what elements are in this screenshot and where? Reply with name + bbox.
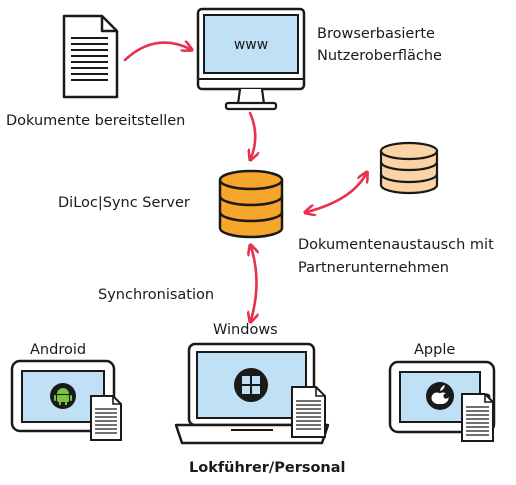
server-database-icon — [218, 169, 284, 239]
windows-logo-icon — [234, 368, 268, 402]
android-tablet — [10, 359, 122, 441]
arrow-server-partner — [307, 174, 366, 212]
exchange-label-line1: Dokumentenaustausch mit — [298, 237, 494, 253]
exchange-label-line2: Partnerunternehmen — [298, 260, 449, 276]
windows-label: Windows — [213, 322, 278, 338]
sync-label: Synchronisation — [98, 287, 215, 303]
footer-label: Lokführer/Personal — [189, 460, 346, 476]
browser-url-text: www — [234, 37, 268, 53]
arrow-monitor-to-server — [250, 111, 255, 158]
apple-tablet — [388, 360, 496, 442]
documents-label: Dokumente bereitstellen — [6, 113, 186, 129]
windows-laptop — [174, 342, 330, 445]
document-icon — [62, 14, 119, 99]
arrow-document-to-monitor — [123, 43, 190, 62]
monitor-icon: www — [196, 7, 306, 111]
apple-label: Apple — [414, 342, 456, 358]
browser-label-line2: Nutzeroberfläche — [317, 48, 442, 64]
apple-document-icon — [461, 393, 494, 442]
browser-label-line1: Browserbasierte — [317, 26, 435, 42]
arrow-server-windows-sync — [251, 247, 257, 320]
server-label: DiLoc|Sync Server — [58, 195, 190, 211]
android-label: Android — [30, 342, 87, 358]
partner-database-icon — [379, 141, 439, 195]
